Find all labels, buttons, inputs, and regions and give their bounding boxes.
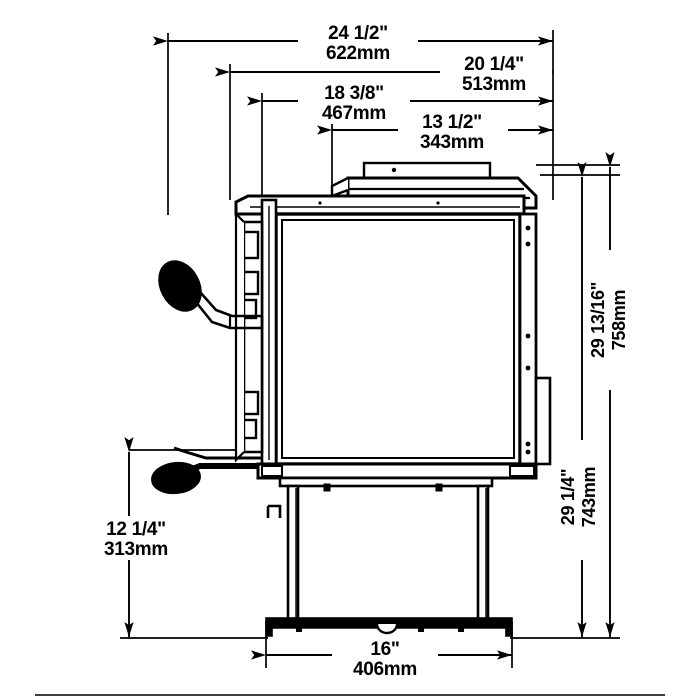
lower-lever-knob	[151, 461, 201, 495]
top-trim-rail	[234, 194, 526, 216]
base-foot-plate	[265, 617, 513, 637]
dim-label-16-metric: 406mm	[353, 659, 417, 680]
upper-lever-knob	[158, 260, 202, 312]
stand-left-bracket	[266, 504, 282, 518]
upper-lever-handle	[158, 260, 264, 330]
dim-label-13-5-imperial: 13 1/2"	[422, 112, 482, 133]
dim-label-20-25-imperial: 20 1/4"	[464, 54, 524, 75]
dim-label-24-5-metric: 622mm	[326, 43, 390, 64]
dim-label-29-25-metric: 743mm	[579, 467, 599, 528]
dim-label-12-25-metric: 313mm	[104, 539, 168, 560]
lower-lever-handle	[151, 446, 262, 495]
dim-label-24-5-imperial: 24 1/2"	[328, 23, 388, 44]
oven-body	[274, 212, 522, 466]
flue-collar	[362, 161, 492, 180]
product-side-elevation	[151, 161, 552, 637]
dim-label-29-1316-metric: 758mm	[609, 290, 629, 351]
stand-top-rail	[278, 476, 494, 492]
right-trim-strip	[518, 212, 538, 466]
dim-label-20-25-metric: 513mm	[462, 74, 526, 95]
oven-base-apron	[256, 462, 538, 480]
extension-lines	[120, 30, 620, 668]
dim-label-12-25-imperial: 12 1/4"	[106, 519, 166, 540]
dim-label-29-1316-imperial: 29 13/16"	[588, 282, 608, 358]
dim-label-18-375-metric: 467mm	[322, 103, 386, 124]
left-door-column	[260, 198, 278, 466]
left-hinge-strip	[234, 211, 264, 463]
dim-label-16-imperial: 16"	[370, 639, 399, 660]
dim-label-18-375-imperial: 18 3/8"	[324, 83, 384, 104]
dim-label-13-5-metric: 343mm	[420, 132, 484, 153]
right-rear-vent	[534, 376, 552, 466]
dimension-labels: 24 1/2" 622mm 20 1/4" 513mm 18 3/8" 467m…	[88, 22, 636, 680]
dim-label-29-25-imperial: 29 1/4"	[558, 469, 578, 525]
